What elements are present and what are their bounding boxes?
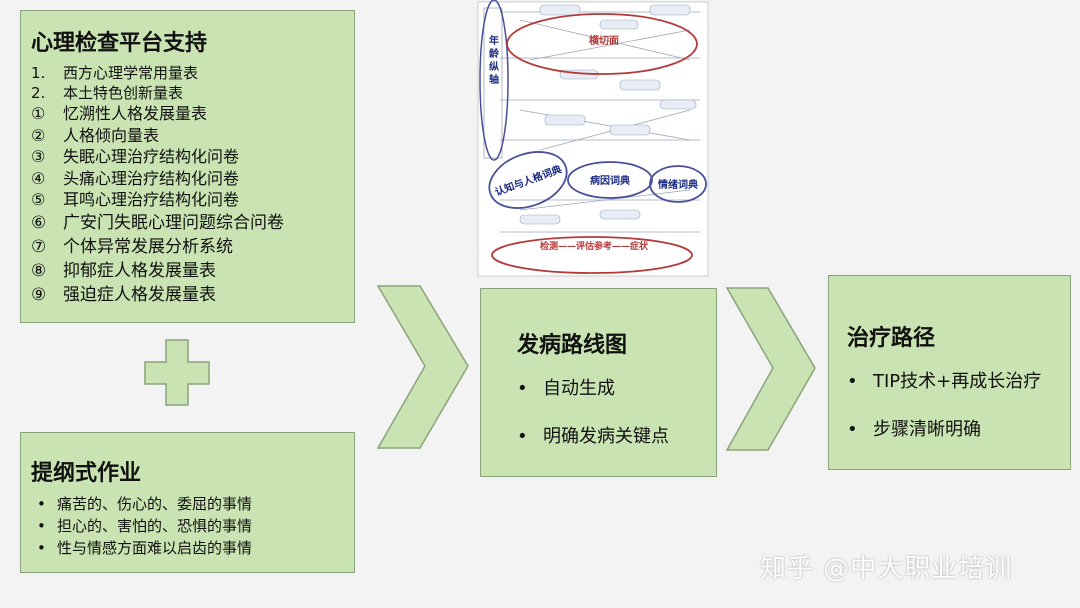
list-item-text: 本土特色创新量表 — [63, 84, 184, 102]
plus-sign — [144, 339, 210, 406]
list-marker: • — [37, 517, 46, 535]
list-item-text: 性与情感方面难以启齿的事情 — [57, 539, 253, 557]
list-marker: • — [517, 378, 528, 399]
list-item-text: 明确发病关键点 — [543, 426, 669, 447]
treatment-path-box: 治疗路径 • TIP技术+再成长治疗 • 步骤清晰明确 — [828, 275, 1071, 470]
list-marker: ④ — [31, 168, 46, 188]
list-marker: • — [37, 495, 46, 513]
platform-list-item: 2. 本土特色创新量表 — [31, 83, 344, 103]
route-list-item: • 自动生成 — [517, 377, 716, 401]
cognition-dict-ellipse — [488, 151, 568, 209]
list-item-text: 头痛心理治疗结构化问卷 — [63, 168, 240, 188]
chevron-arrow-1 — [376, 285, 469, 449]
list-item-text: 痛苦的、伤心的、委屈的事情 — [57, 495, 253, 513]
platform-list-item: ⑤ 耳鸣心理治疗结构化问卷 — [31, 189, 344, 211]
list-marker: • — [37, 539, 46, 557]
treatment-list-item: • TIP技术+再成长治疗 — [847, 370, 1070, 394]
list-marker: ② — [31, 125, 46, 145]
platform-list-item: ② 人格倾向量表 — [31, 125, 344, 147]
list-item-text: 耳鸣心理治疗结构化问卷 — [63, 190, 240, 210]
list-item-text: 忆溯性人格发展量表 — [63, 104, 208, 123]
route-title: 发病路线图 — [517, 333, 628, 358]
cause-dict-ellipse — [567, 161, 653, 199]
platform-list-item: ⑨ 强迫症人格发展量表 — [31, 283, 344, 307]
treatment-list-item: • 步骤清晰明确 — [847, 418, 1070, 442]
homework-list-item: • 担心的、害怕的、恐惧的事情 — [31, 515, 344, 537]
list-marker: ⑥ — [31, 212, 47, 233]
list-item-text: TIP技术+再成长治疗 — [873, 371, 1042, 392]
cause-dict-label: 病因词典 — [590, 174, 630, 187]
list-item-text: 人格倾向量表 — [63, 125, 160, 145]
platform-title: 心理检查平台支持 — [31, 31, 208, 56]
detection-chain-label: 检测——评估参考——症状 — [540, 240, 649, 252]
homework-list-item: • 痛苦的、伤心的、委屈的事情 — [31, 493, 344, 515]
list-item-text: 自动生成 — [543, 378, 615, 399]
cross-section-label: 横切面 — [589, 34, 619, 47]
list-marker: • — [517, 426, 528, 447]
homework-box: 提纲式作业 • 痛苦的、伤心的、委屈的事情 • 担心的、害怕的、恐惧的事情 • 性与情感方… — [20, 432, 355, 573]
platform-list-item: ③ 失眠心理治疗结构化问卷 — [31, 146, 344, 168]
platform-list-item: 1. 西方心理学常用量表 — [31, 63, 344, 83]
list-item-text: 强迫症人格发展量表 — [63, 284, 216, 305]
list-item-text: 西方心理学常用量表 — [63, 64, 199, 82]
cross-section-ellipse — [506, 13, 698, 75]
platform-list-item: ⑦ 个体异常发展分析系统 — [31, 235, 344, 259]
list-marker: ⑤ — [31, 190, 46, 210]
list-marker: ⑦ — [31, 236, 47, 257]
list-item-text: 失眠心理治疗结构化问卷 — [63, 147, 240, 167]
route-list-item: • 明确发病关键点 — [517, 425, 716, 449]
detection-chain-ellipse — [491, 236, 693, 274]
list-item-text: 抑郁症人格发展量表 — [63, 260, 216, 281]
list-item-text: 广安门失眠心理问题综合问卷 — [63, 212, 284, 233]
homework-item-list: • 痛苦的、伤心的、委屈的事情 • 担心的、害怕的、恐惧的事情 • 性与情感方面难以启齿的… — [31, 493, 344, 559]
list-marker: • — [847, 371, 858, 392]
emotion-dict-label: 情绪词典 — [658, 178, 698, 191]
treatment-title: 治疗路径 — [847, 326, 936, 351]
list-item-text: 担心的、害怕的、恐惧的事情 — [57, 517, 253, 535]
age-axis-ellipse — [479, 0, 509, 161]
list-marker: ① — [31, 104, 46, 123]
list-marker: 2. — [31, 84, 46, 102]
platform-list-item: ④ 头痛心理治疗结构化问卷 — [31, 168, 344, 190]
treatment-item-list: • TIP技术+再成长治疗 • 步骤清晰明确 — [847, 370, 1070, 442]
list-marker: ⑧ — [31, 260, 47, 281]
list-marker: ③ — [31, 147, 46, 167]
list-item-text: 步骤清晰明确 — [873, 419, 981, 440]
route-item-list: • 自动生成 • 明确发病关键点 — [517, 377, 716, 449]
list-marker: ⑨ — [31, 284, 47, 305]
watermark: 知乎 @中大职业培训 — [760, 554, 1013, 584]
homework-list-item: • 性与情感方面难以启齿的事情 — [31, 537, 344, 559]
homework-title: 提纲式作业 — [31, 461, 142, 486]
chevron-arrow-2 — [725, 287, 816, 451]
emotion-dict-ellipse — [649, 165, 707, 203]
age-axis-label: 年龄纵轴 — [489, 34, 500, 86]
list-marker: • — [847, 419, 858, 440]
platform-list-item: ① 忆溯性人格发展量表 — [31, 103, 344, 125]
onset-route-box: 发病路线图 • 自动生成 • 明确发病关键点 — [480, 288, 717, 477]
platform-list-item: ⑥ 广安门失眠心理问题综合问卷 — [31, 211, 344, 235]
list-item-text: 个体异常发展分析系统 — [63, 236, 233, 257]
platform-list-item: ⑧ 抑郁症人格发展量表 — [31, 259, 344, 283]
list-marker: 1. — [31, 64, 46, 82]
platform-support-box: 心理检查平台支持 1. 西方心理学常用量表 2. 本土特色创新量表 ① 忆溯性人格发展量表… — [20, 10, 355, 323]
